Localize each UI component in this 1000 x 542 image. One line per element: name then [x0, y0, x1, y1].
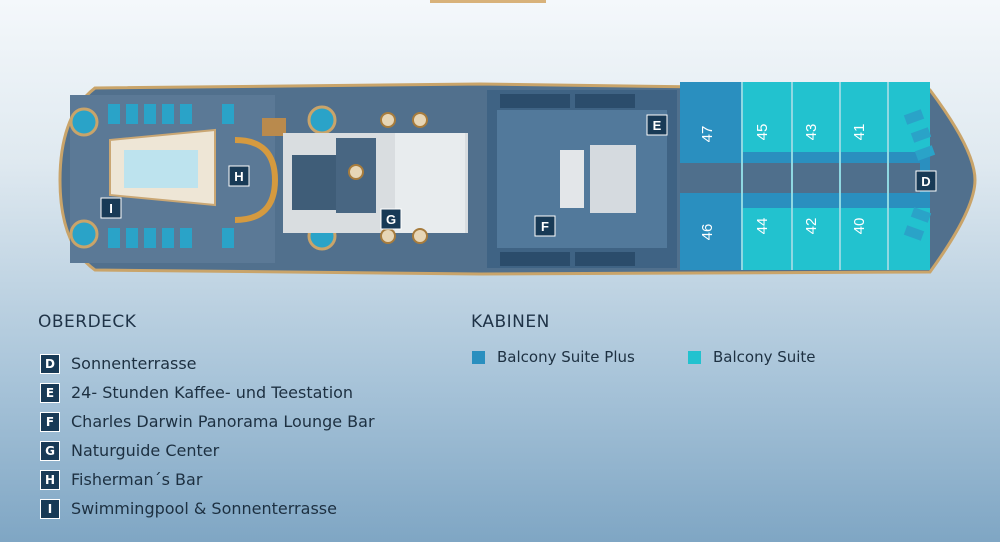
round-lounger [69, 219, 99, 249]
light-room [395, 133, 465, 233]
cabin-41: 41 [851, 124, 868, 141]
cabin-legend-suite-plus: Balcony Suite Plus [472, 348, 635, 366]
stairwell-aft [292, 155, 340, 210]
marker-i: I [100, 197, 122, 219]
suite-block-top [742, 82, 930, 152]
markers: H I G F E D [100, 114, 937, 237]
cabin-47: 47 [699, 126, 716, 143]
svg-text:E: E [653, 118, 662, 133]
deck-plan: 47 46 45 43 41 44 42 40 H I G F E D [58, 82, 977, 276]
cabin-46: 46 [699, 224, 716, 241]
swatch-suite [688, 350, 701, 364]
legend-item-f: F Charles Darwin Panorama Lounge Bar [40, 407, 375, 436]
pool-water [124, 150, 198, 188]
cabin-legend-suite: Balcony Suite [688, 348, 816, 366]
aft-loungers-bottom [108, 228, 234, 248]
bow-loungers [903, 109, 936, 241]
marker-d: D [915, 170, 937, 192]
svg-text:F: F [541, 219, 549, 234]
wooden-deck [262, 118, 286, 136]
legend-label-h: Fisherman´s Bar [71, 470, 203, 489]
table-set [348, 112, 428, 244]
legend-key-h: H [40, 469, 60, 490]
deck-title: OBERDECK [38, 312, 137, 332]
legend-label-g: Naturguide Center [71, 441, 220, 460]
legend-item-h: H Fisherman´s Bar [40, 465, 375, 494]
cabin-40: 40 [851, 218, 868, 235]
legend-key-e: E [40, 382, 60, 403]
round-lounger [307, 105, 337, 135]
aft-loungers-top [108, 104, 234, 124]
cabin-45: 45 [754, 124, 771, 141]
fishermans-bar-counter [234, 137, 279, 223]
cabin-42: 42 [803, 218, 820, 235]
legend-label-e: 24- Stunden Kaffee- und Teestation [71, 383, 354, 402]
deck-legend: D Sonnenterrasse E 24- Stunden Kaffee- u… [40, 349, 375, 523]
svg-text:D: D [921, 174, 930, 189]
legend-item-i: I Swimmingpool & Sonnenterrasse [40, 494, 375, 523]
marker-f: F [534, 215, 556, 237]
round-lounger [69, 107, 99, 137]
suite-block-bottom [742, 208, 930, 270]
cabin-numbers: 47 46 45 43 41 44 42 40 [699, 124, 868, 241]
legend-item-d: D Sonnenterrasse [40, 349, 375, 378]
cabin-walls [741, 82, 889, 270]
legend-key-i: I [40, 498, 60, 519]
legend-label-f: Charles Darwin Panorama Lounge Bar [71, 412, 375, 431]
legend-label-i: Swimmingpool & Sonnenterrasse [71, 499, 337, 518]
lounge-sofas [500, 94, 635, 266]
marker-g: G [380, 208, 402, 230]
legend-key-f: F [40, 411, 60, 432]
cabin-label-suite-plus: Balcony Suite Plus [497, 348, 635, 366]
stair-core [590, 145, 636, 213]
svg-text:G: G [386, 212, 396, 227]
swatch-suite-plus [472, 350, 485, 364]
legend-key-d: D [40, 353, 60, 374]
lounge-seat [560, 150, 584, 208]
marker-e: E [646, 114, 668, 136]
legend-item-g: G Naturguide Center [40, 436, 375, 465]
svg-text:H: H [234, 169, 243, 184]
legend-item-e: E 24- Stunden Kaffee- und Teestation [40, 378, 375, 407]
cabin-43: 43 [803, 124, 820, 141]
cabins-title: KABINEN [471, 312, 550, 332]
top-accent-bar [430, 0, 546, 3]
cabin-corridor [680, 163, 920, 193]
cabin-label-suite: Balcony Suite [713, 348, 816, 366]
marker-h: H [228, 165, 250, 187]
legend-key-g: G [40, 440, 60, 461]
legend-label-d: Sonnenterrasse [71, 354, 197, 373]
svg-text:I: I [109, 201, 113, 216]
cabin-44: 44 [754, 218, 771, 235]
